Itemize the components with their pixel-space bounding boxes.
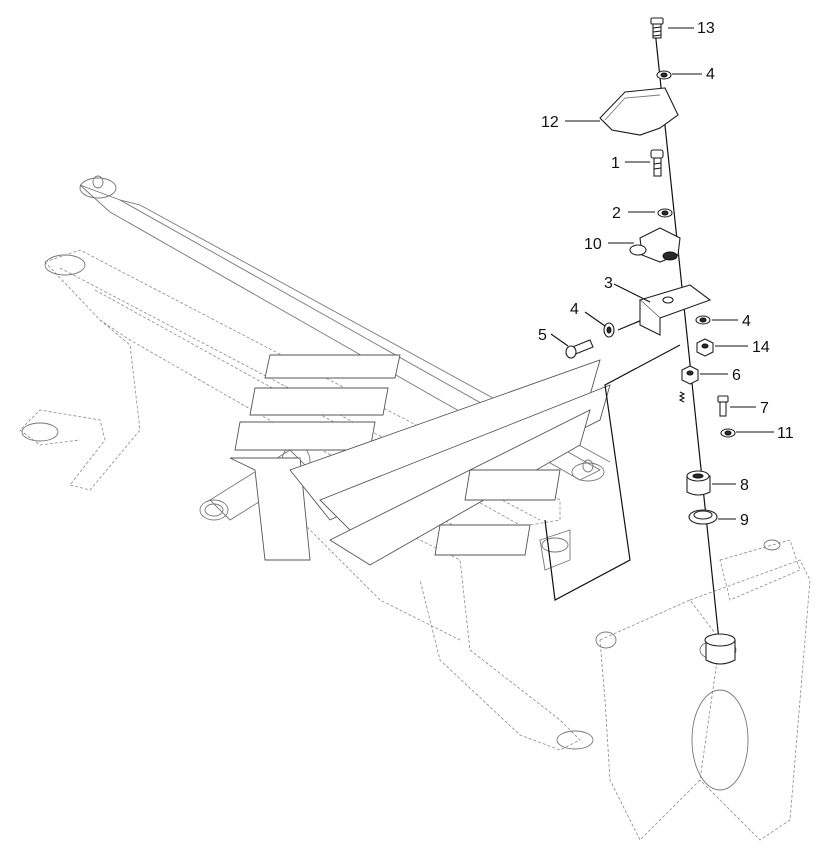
callout-10: 10 (584, 236, 602, 253)
callout-11: 11 (777, 425, 794, 442)
callout-6: 6 (732, 367, 741, 384)
callout-leaders (550, 27, 774, 520)
part-2-washer (657, 208, 673, 218)
part-14-nut (696, 338, 714, 357)
callout-4-left: 4 (570, 301, 579, 318)
part-1-bolt (650, 149, 664, 177)
callout-7: 7 (760, 400, 769, 417)
part-12-cover (599, 87, 679, 136)
part-13-bolt (650, 17, 664, 39)
callout-4-top: 4 (706, 66, 715, 83)
callout-13: 13 (697, 20, 715, 37)
callout-1: 1 (611, 155, 620, 172)
kingpin-cup (704, 633, 736, 665)
part-spring (678, 391, 686, 403)
part-4-washer-right (695, 315, 711, 325)
part-5-bolt (565, 339, 594, 359)
callout-3: 3 (604, 275, 613, 292)
part-3-bracket (638, 284, 712, 336)
part-4-washer-left (603, 322, 615, 338)
part-9-seal (688, 509, 718, 525)
callout-9: 9 (740, 512, 749, 529)
callout-labels: 13 4 12 1 2 10 3 4 4 5 14 6 7 11 8 9 (538, 20, 794, 529)
part-10-sensor (629, 227, 681, 263)
callout-14: 14 (752, 339, 770, 356)
part-6-nut (681, 365, 699, 385)
callout-8: 8 (740, 477, 749, 494)
callout-5: 5 (538, 327, 547, 344)
part-8-bushing (686, 470, 711, 496)
callout-12: 12 (541, 114, 559, 131)
part-7-bolt (717, 395, 729, 417)
part-4-washer-top (656, 70, 672, 80)
watermark-logo (229, 354, 611, 566)
callout-4-right: 4 (742, 313, 751, 330)
part-11-washer (720, 428, 736, 438)
callout-2: 2 (612, 205, 621, 222)
